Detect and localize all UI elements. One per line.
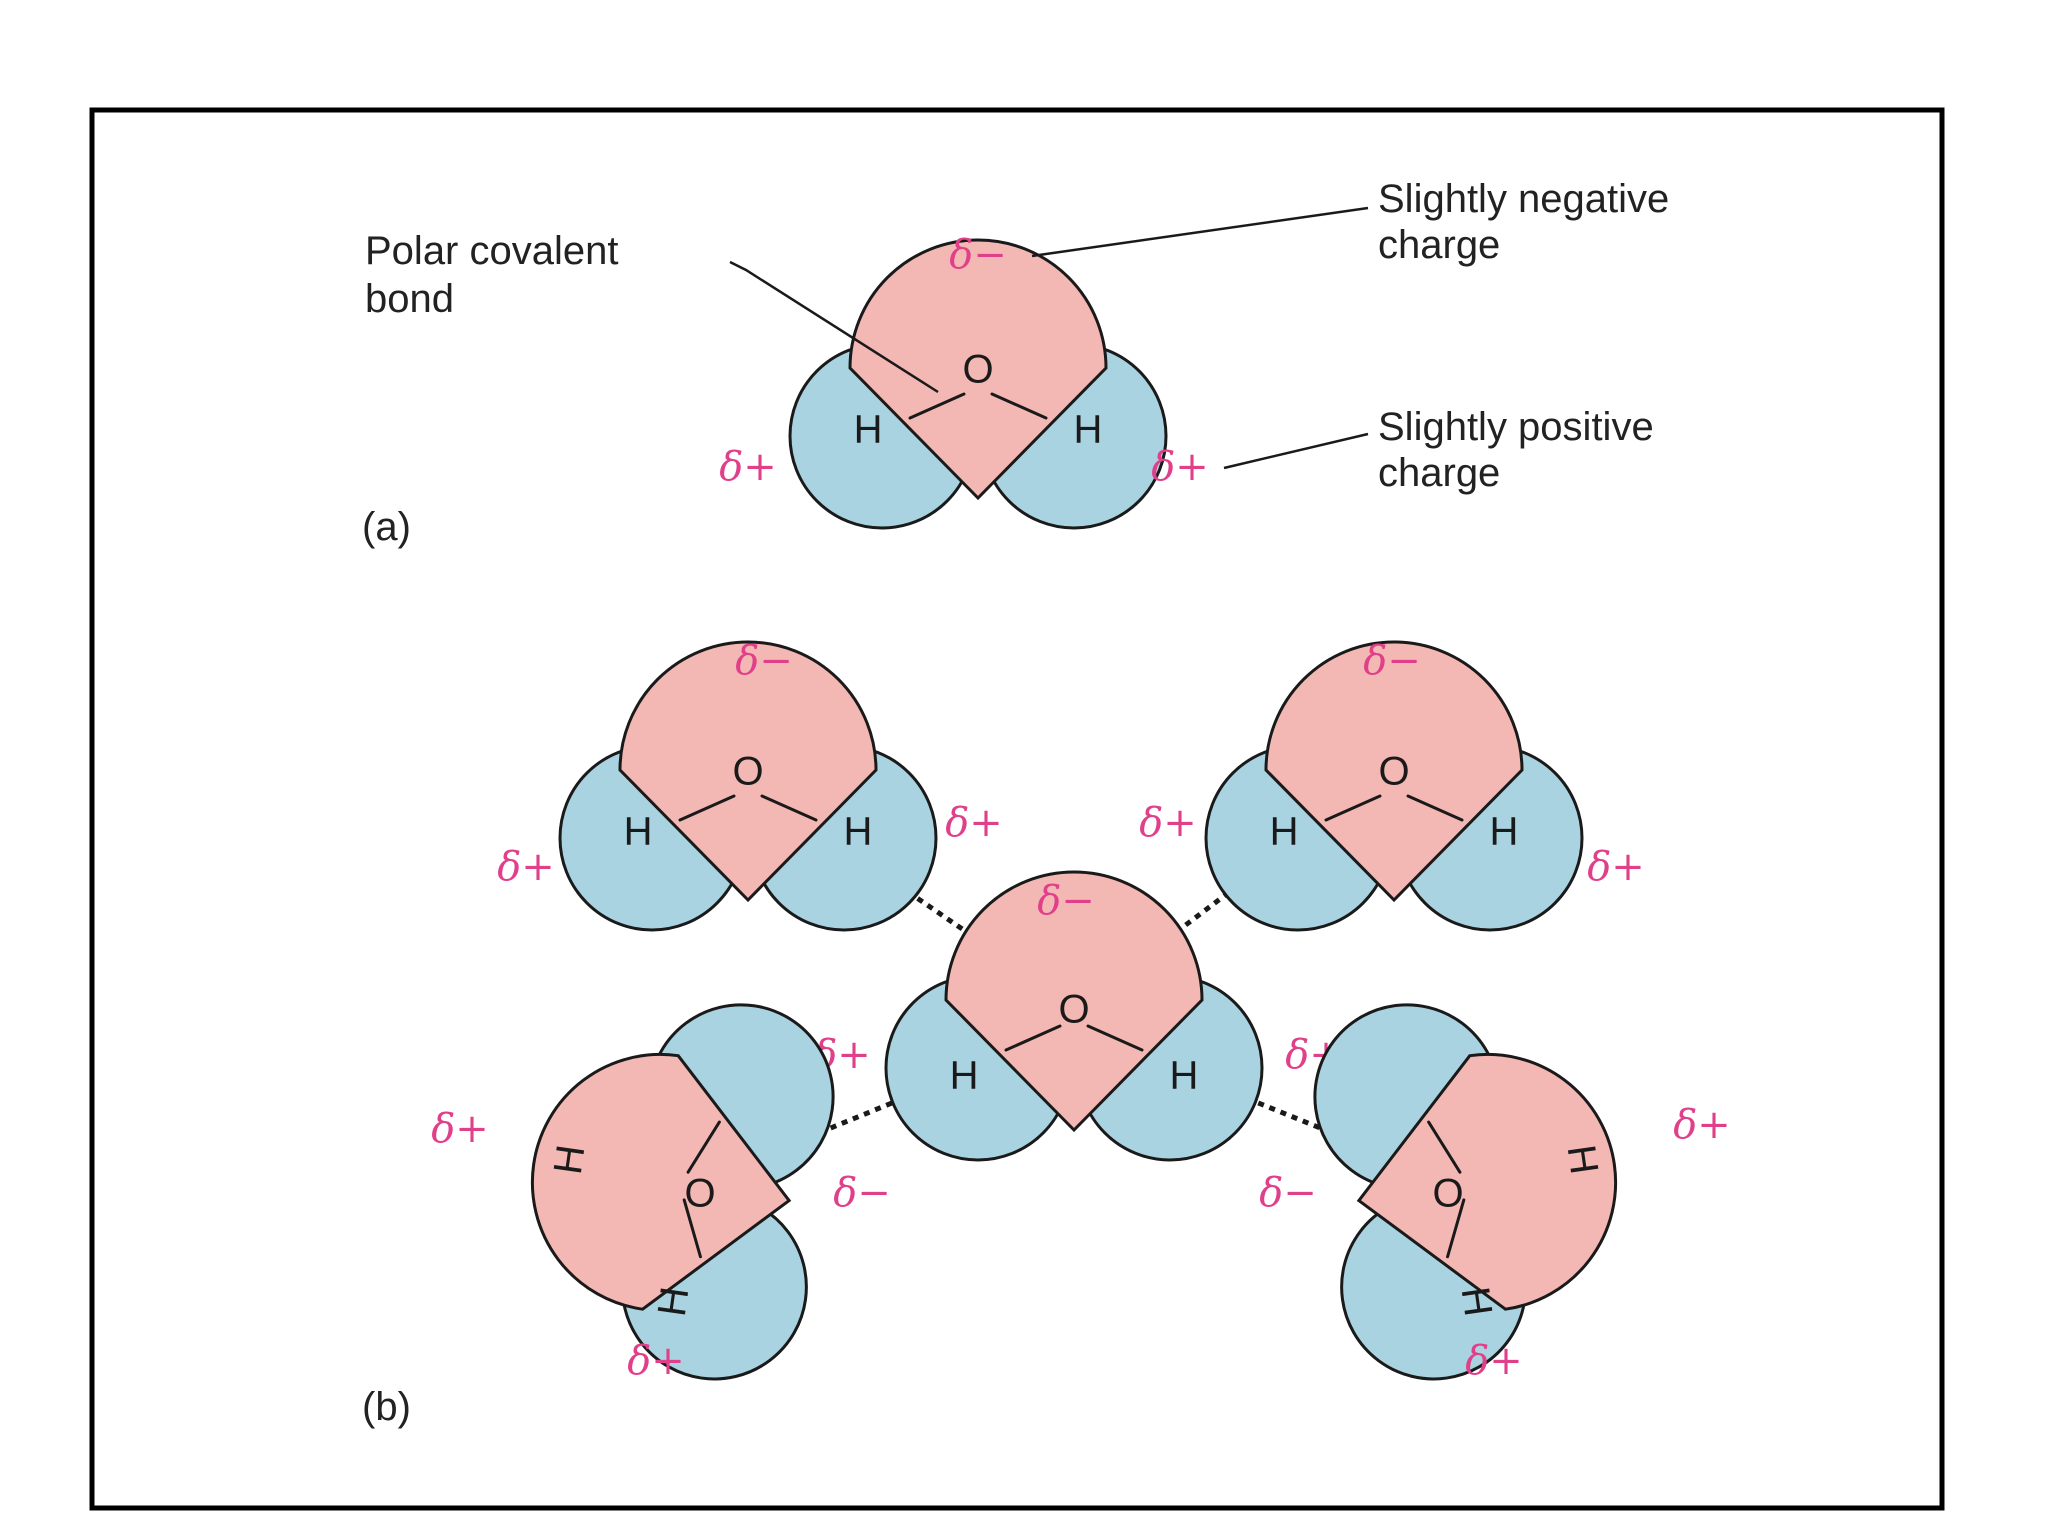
hydrogen-atom: H — [1170, 1054, 1199, 1098]
hydrogen-atom: H — [854, 408, 883, 452]
hydrogen-atom: H — [624, 810, 653, 854]
polar-bond-leader-line — [729, 260, 939, 394]
oxygen-atom: O — [1058, 988, 1089, 1032]
hydrogen-atom: H — [1074, 408, 1103, 452]
charge-positive: δ+ — [1465, 1338, 1523, 1384]
hydrogen-atom: H — [1453, 1284, 1501, 1319]
charge-negative: δ− — [949, 232, 1007, 278]
hydrogen-atom: H — [1490, 810, 1519, 854]
oxygen-atom: O — [962, 348, 993, 392]
negative-charge-label-line2: charge — [1378, 223, 1500, 267]
oxygen-atom: O — [1378, 750, 1409, 794]
panel-b: O H H δ− δ+ δ+ O H H δ− δ+ δ+ O H H δ− δ… — [362, 638, 1731, 1429]
hydrogen-atom: H — [950, 1054, 979, 1098]
hydrogen-atom: H — [546, 1142, 594, 1177]
charge-positive: δ+ — [627, 1338, 685, 1384]
positive-charge-leader-line — [1223, 432, 1369, 470]
charge-positive: δ+ — [1673, 1102, 1731, 1148]
charge-positive: δ+ — [1151, 444, 1209, 490]
panel-a-label: (a) — [362, 505, 411, 549]
charge-positive: δ+ — [1139, 800, 1197, 846]
positive-charge-label-line1: Slightly positive — [1378, 405, 1654, 449]
oxygen-atom: O — [1432, 1172, 1463, 1216]
positive-charge-label-line2: charge — [1378, 451, 1500, 495]
water-molecule-a: O H H — [788, 238, 1168, 530]
panel-a: O H H δ− δ+ δ+ Polar covalent bond Sligh… — [362, 177, 1669, 549]
water-molecule-top-right: O H H — [1204, 640, 1584, 932]
negative-charge-leader-line — [1031, 206, 1369, 258]
charge-positive: δ+ — [945, 800, 1003, 846]
hydrogen-atom: H — [844, 810, 873, 854]
water-molecule-center: O H H — [884, 870, 1264, 1162]
oxygen-atom: O — [732, 750, 763, 794]
polar-bond-label-line1: Polar covalent — [365, 229, 618, 273]
charge-positive: δ+ — [719, 444, 777, 490]
polar-bond-label-line2: bond — [365, 277, 454, 321]
charge-negative: δ− — [1259, 1170, 1317, 1216]
charge-negative: δ− — [1037, 878, 1095, 924]
water-molecule-top-left: O H H — [558, 640, 938, 932]
hydrogen-atom: H — [1270, 810, 1299, 854]
charge-positive: δ+ — [431, 1106, 489, 1152]
charge-negative: δ− — [1363, 638, 1421, 684]
charge-positive: δ+ — [497, 844, 555, 890]
charge-negative: δ− — [735, 638, 793, 684]
negative-charge-label-line1: Slightly negative — [1378, 177, 1669, 221]
panel-b-label: (b) — [362, 1385, 411, 1429]
charge-positive: δ+ — [1587, 844, 1645, 890]
charge-negative: δ− — [833, 1170, 891, 1216]
hydrogen-atom: H — [1559, 1142, 1607, 1177]
oxygen-atom: O — [684, 1172, 715, 1216]
hydrogen-atom: H — [650, 1284, 698, 1319]
